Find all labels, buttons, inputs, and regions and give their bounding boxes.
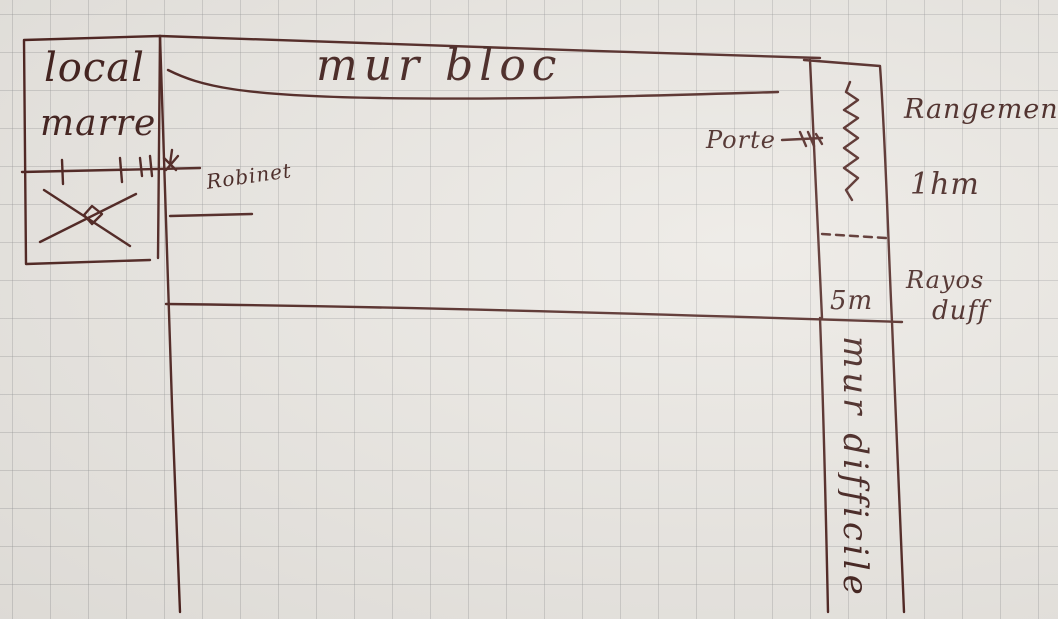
room-outline: [22, 34, 162, 266]
storage-squiggle: [842, 80, 860, 202]
depth-top-label: 1hm: [910, 167, 980, 202]
room-divider: [20, 166, 202, 174]
floor-label-line2: duff: [932, 296, 989, 326]
room-label-line1: local: [44, 45, 145, 91]
depth-bottom-label: 5m: [830, 286, 874, 316]
annex-outline: [802, 58, 894, 324]
room-label-line2: marre: [40, 103, 157, 144]
storage-label: Rangement: [904, 94, 1058, 125]
main-left-wall: [158, 34, 182, 614]
difficult-wall-label: mur difficile: [838, 336, 872, 599]
center-diamond: [82, 204, 104, 226]
door-marker: [780, 130, 824, 148]
small-marker-line: [168, 212, 254, 218]
annex-dashed: [820, 232, 888, 240]
tap-marker: [162, 154, 180, 172]
section-baseline: [164, 302, 904, 324]
difficult-wall: [818, 316, 906, 614]
top-wall-underline: [166, 68, 780, 100]
door-label: Porte: [706, 126, 776, 154]
floor-label-line1: Rayos: [906, 266, 985, 294]
top-wall-label: mur bloc: [316, 40, 563, 91]
top-wall: [158, 34, 822, 60]
divider-ticks: [60, 148, 174, 186]
